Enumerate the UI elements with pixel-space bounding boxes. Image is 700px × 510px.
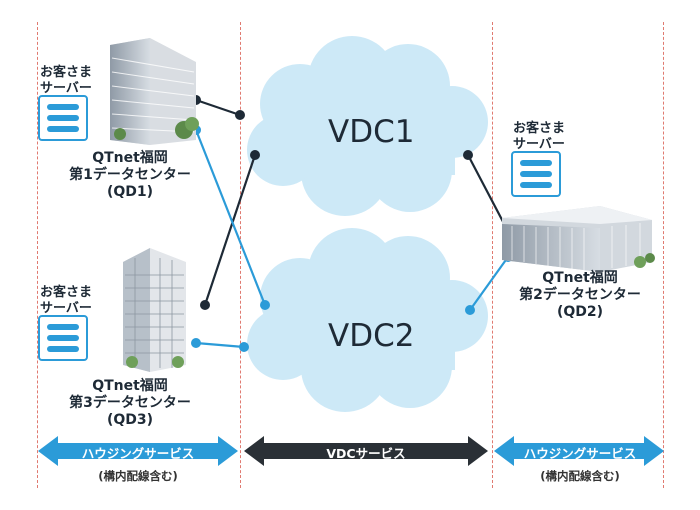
divider-line [37, 22, 38, 488]
cloud-vdc1 [247, 36, 488, 216]
arrow-housing-left [38, 436, 238, 466]
housing-service-left-sub: (構内配線含む) [98, 469, 178, 483]
server-icon [511, 151, 561, 197]
dc2-label: QTnet福岡 第2データセンター (QD2) [519, 270, 641, 320]
divider-line [240, 22, 241, 488]
customer-server-label-qd3: お客さま サーバー [40, 285, 93, 316]
arrow-housing-right [494, 436, 664, 466]
blue-connections [194, 129, 509, 349]
dc1-label: QTnet福岡 第1データセンター (QD1) [69, 150, 191, 200]
customer-server-label-qd2: お客さま サーバー [513, 121, 566, 152]
divider-line [492, 22, 493, 488]
vdc2-label: VDC2 [328, 318, 415, 354]
dc3-label: QTnet福岡 第3データセンター (QD3) [69, 378, 191, 428]
housing-service-left-label: ハウジングサービス [81, 446, 195, 461]
vdc1-label: VDC1 [328, 114, 415, 150]
building-qd2 [502, 206, 655, 272]
server-icon [38, 95, 88, 141]
server-icon [38, 315, 88, 361]
housing-service-right-label: ハウジングサービス [523, 446, 637, 461]
divider-line [663, 22, 664, 488]
vdc-service-label: VDCサービス [326, 446, 406, 461]
building-qd1 [110, 38, 199, 145]
housing-service-right-sub: (構内配線含む) [540, 469, 620, 483]
cloud-vdc2 [247, 228, 488, 412]
customer-server-label-qd1: お客さま サーバー [40, 65, 93, 96]
arrow-vdc-service [244, 436, 488, 466]
building-qd3 [123, 248, 186, 372]
